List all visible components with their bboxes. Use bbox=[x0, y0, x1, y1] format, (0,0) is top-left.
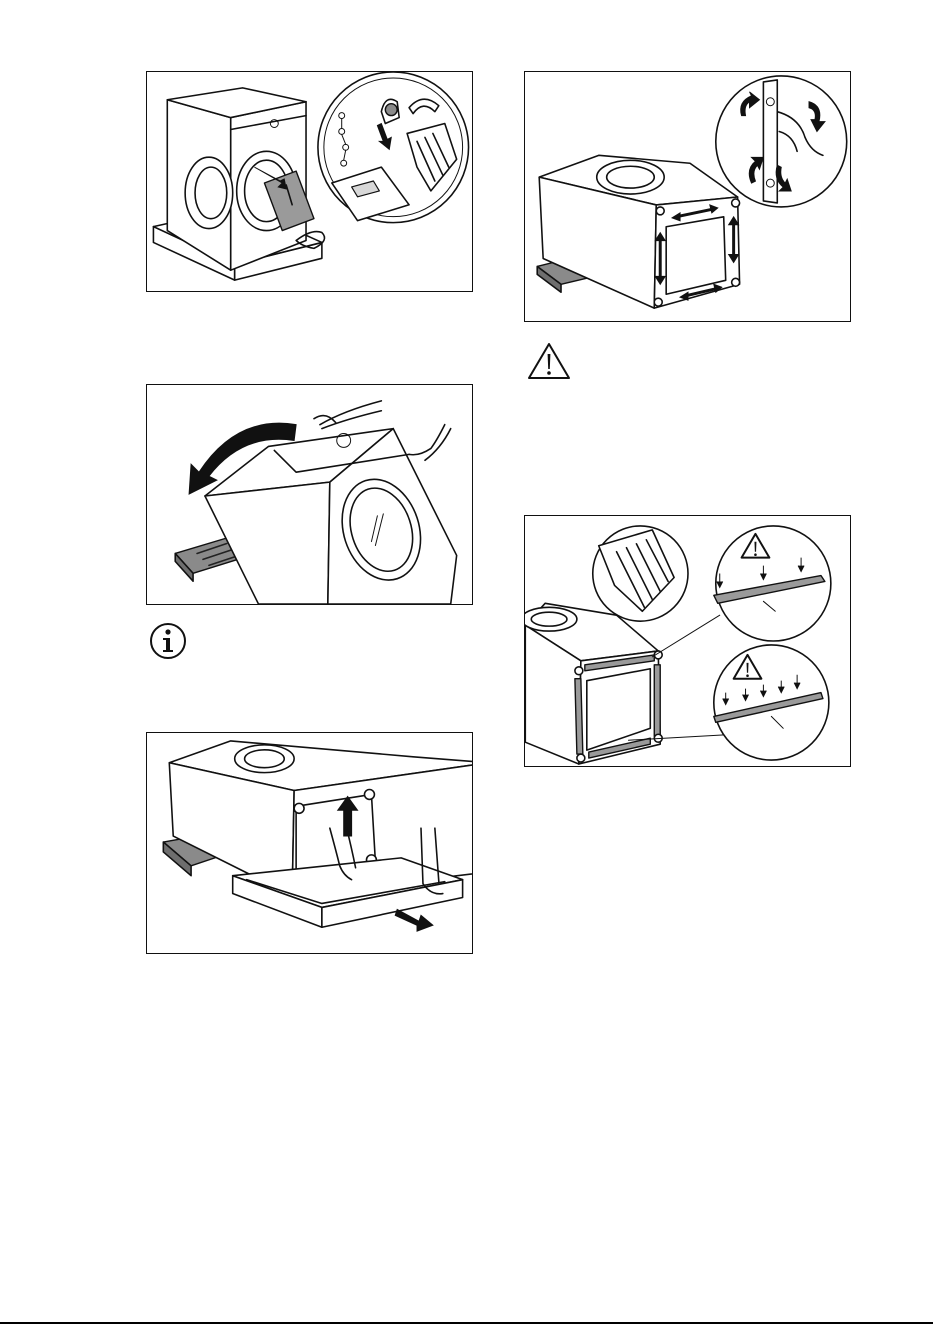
figure-remove-base bbox=[146, 732, 473, 954]
info-icon bbox=[148, 621, 188, 661]
figure-tilt-machine bbox=[146, 384, 473, 605]
warning-icon bbox=[526, 341, 572, 381]
figure-attach-protective-strips bbox=[524, 515, 851, 767]
washing-machine-unpack-illustration bbox=[147, 72, 472, 291]
figure-remove-cover-screws bbox=[524, 71, 851, 322]
remove-base-illustration bbox=[147, 733, 472, 953]
tilt-machine-illustration bbox=[147, 385, 472, 604]
protective-strips-illustration bbox=[525, 516, 850, 766]
remove-cover-illustration bbox=[525, 72, 850, 321]
figure-unpack-accessories bbox=[146, 71, 473, 292]
